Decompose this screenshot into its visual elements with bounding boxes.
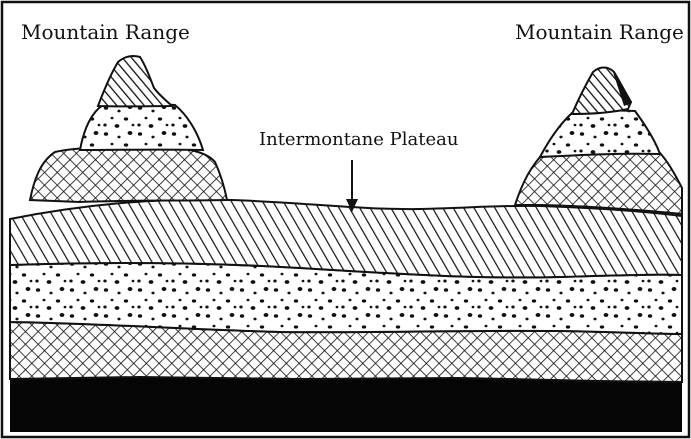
- bedrock-layer: [10, 376, 682, 432]
- right-mountain-stipple: [540, 110, 660, 157]
- left-mountain-crosshatch: [30, 147, 227, 202]
- right-mountain-label: Mountain Range: [515, 22, 684, 42]
- left-mountain-stipple: [80, 104, 203, 150]
- right-mountain-crosshatch: [515, 153, 682, 214]
- plateau-label: Intermontane Plateau: [259, 131, 458, 149]
- left-mountain-peak: [98, 56, 172, 106]
- left-mountain-label: Mountain Range: [21, 22, 190, 42]
